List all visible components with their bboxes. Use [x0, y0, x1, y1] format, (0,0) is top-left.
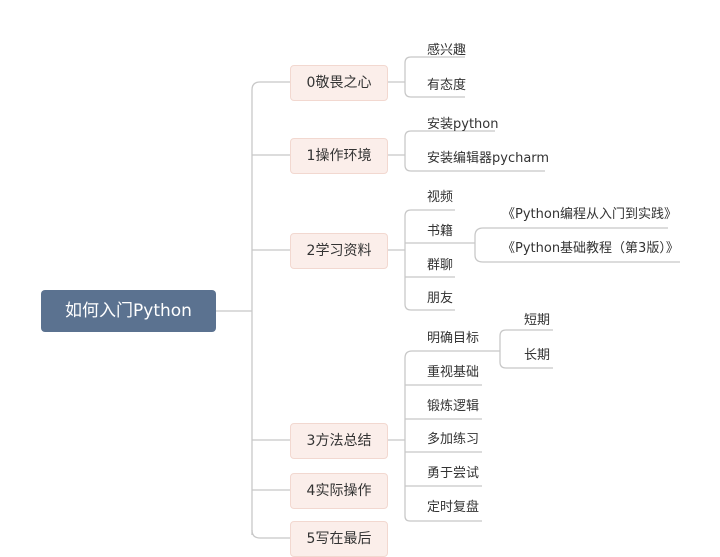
leaf-node[interactable]: 定时复盘: [427, 500, 480, 515]
leaf-node[interactable]: 重视基础: [427, 365, 480, 380]
leaf-node[interactable]: 感兴趣: [427, 43, 467, 58]
goal-leaf-node[interactable]: 短期: [524, 313, 551, 328]
book-leaf-node[interactable]: 《Python编程从入门到实践》: [502, 207, 678, 222]
leaf-node[interactable]: 安装python: [427, 117, 499, 132]
branch-node-final[interactable]: 5写在最后: [290, 521, 388, 557]
branch-node-practice[interactable]: 4实际操作: [290, 473, 388, 509]
leaf-node[interactable]: 明确目标: [427, 331, 480, 346]
leaf-node[interactable]: 视频: [427, 190, 454, 205]
goal-leaf-node[interactable]: 长期: [524, 348, 551, 363]
branch-node-respect[interactable]: 0敬畏之心: [290, 65, 388, 101]
leaf-node[interactable]: 多加练习: [427, 432, 480, 447]
book-leaf-node[interactable]: 《Python基础教程（第3版）》: [502, 241, 679, 256]
leaf-node[interactable]: 朋友: [427, 291, 454, 306]
branch-node-environment[interactable]: 1操作环境: [290, 138, 388, 174]
leaf-node[interactable]: 书籍: [427, 224, 454, 239]
leaf-node[interactable]: 锻炼逻辑: [427, 399, 480, 414]
leaf-node[interactable]: 有态度: [427, 78, 467, 93]
leaf-node[interactable]: 勇于尝试: [427, 466, 480, 481]
root-node[interactable]: 如何入门Python: [41, 290, 216, 332]
leaf-node[interactable]: 安装编辑器pycharm: [427, 151, 550, 166]
branch-node-materials[interactable]: 2学习资料: [290, 233, 388, 269]
branch-node-methods[interactable]: 3方法总结: [290, 423, 388, 459]
leaf-node[interactable]: 群聊: [427, 258, 454, 273]
